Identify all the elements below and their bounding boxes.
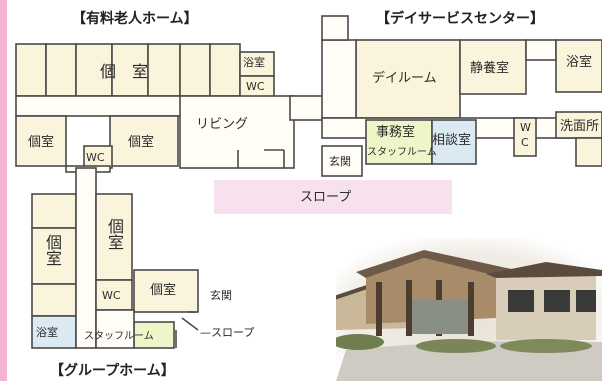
label-wc-right-1: W — [520, 121, 531, 134]
gh-room-d — [133, 269, 199, 313]
gh-staff — [133, 321, 175, 349]
room-day-left — [321, 39, 357, 119]
label-rest-room: 静養室 — [470, 61, 510, 76]
label-gh-private-b: 個室 — [105, 218, 124, 250]
label-gh-slope: —スロープ — [200, 326, 255, 339]
room-private-top-6 — [179, 43, 211, 97]
page-edge-stripe — [0, 0, 7, 381]
label-bath-right: 浴室 — [566, 55, 593, 70]
label-wc-center: WC — [86, 151, 105, 164]
label-bath-top: 浴室 — [243, 56, 265, 69]
room-consult — [431, 119, 477, 165]
gh-room-a — [31, 193, 77, 229]
gh-room-wc — [95, 279, 133, 311]
label-private-left: 個室 — [28, 135, 55, 150]
room-living — [179, 95, 295, 169]
label-gh-entrance: 玄関 — [210, 289, 232, 302]
room-private-left — [15, 115, 67, 167]
room-private-top-2 — [45, 43, 77, 97]
label-entrance-top: 玄関 — [329, 155, 351, 168]
room-private-top-5 — [147, 43, 181, 97]
room-entrance-top — [321, 145, 363, 177]
title-day-service: 【デイサービスセンター】 — [376, 11, 544, 27]
label-gh-private-c: 個室 — [150, 283, 177, 298]
label-wc-right-2: C — [521, 136, 529, 149]
label-staff-room-top: スタッフルーム — [367, 147, 437, 158]
room-wash-2 — [575, 137, 602, 167]
label-slope-top: スロープ — [300, 190, 352, 205]
room-wash — [555, 111, 602, 139]
room-private-top-1 — [15, 43, 47, 97]
corridor-link — [289, 95, 327, 121]
label-private-top: 個 室 — [100, 62, 149, 81]
label-gh-staff: スタッフルーム — [84, 331, 154, 342]
label-private-mid: 個室 — [128, 135, 155, 150]
gh-room-bath — [31, 315, 77, 349]
label-day-room: デイルーム — [372, 71, 437, 86]
room-bath-right — [555, 39, 602, 93]
title-group-home: 【グループホーム】 — [50, 363, 175, 379]
title-nursing-home: 【有料老人ホーム】 — [72, 11, 198, 27]
gh-corridor — [75, 167, 97, 349]
room-private-top-7 — [209, 43, 241, 97]
slope-band — [214, 180, 452, 214]
room-utility — [525, 39, 557, 61]
room-stair — [321, 15, 349, 41]
room-wc-right — [513, 117, 537, 157]
label-consult: 相談室 — [432, 133, 472, 148]
label-washroom: 洗面所 — [560, 119, 600, 134]
label-gh-private-a: 個室 — [43, 234, 62, 266]
room-rest — [459, 39, 527, 95]
label-gh-bath: 浴室 — [36, 326, 58, 339]
label-gh-wc: WC — [102, 289, 121, 302]
label-living: リビング — [196, 117, 249, 132]
gh-hall — [95, 309, 135, 349]
building-photo — [336, 238, 602, 381]
corridor-main — [15, 95, 183, 117]
gh-room-b2 — [31, 283, 77, 317]
room-private-mid — [109, 115, 179, 167]
label-office: 事務室 — [376, 125, 416, 140]
label-wc-top: WC — [246, 80, 265, 93]
